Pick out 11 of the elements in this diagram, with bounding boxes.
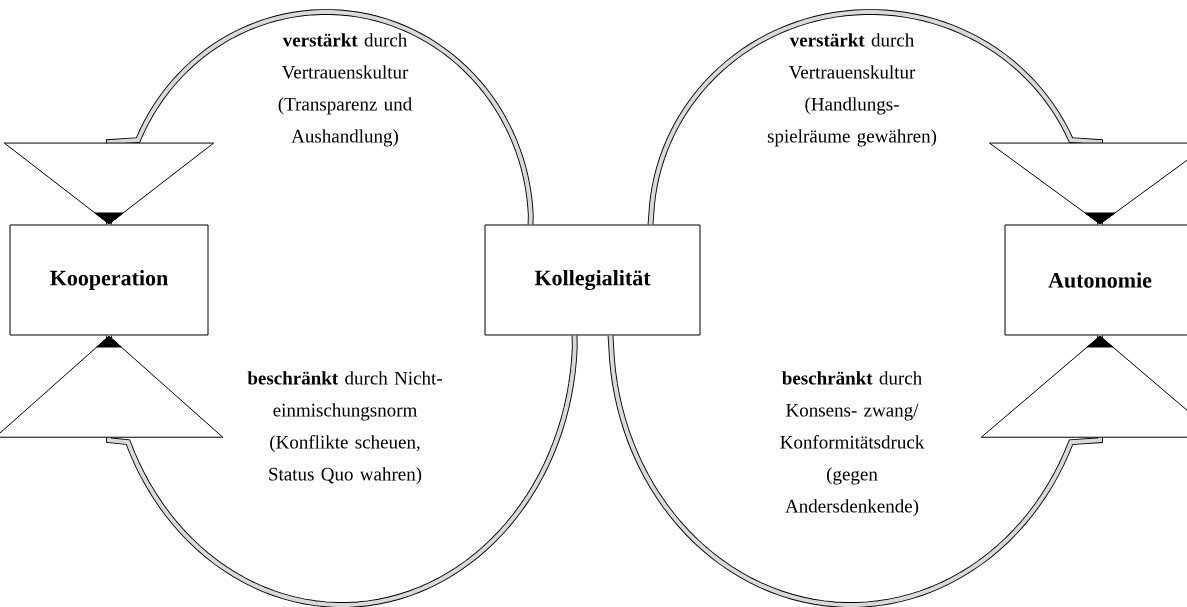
curved-arrow xyxy=(647,9,1187,228)
concept-box: Kooperation xyxy=(9,224,209,336)
concept-box: Autonomie xyxy=(1004,224,1187,336)
edge-label: verstärkt durch Vertrauenskultur (Transparenz und Aushandlung) xyxy=(278,33,412,147)
edge-label: beschränkt durch Konsens- zwang/ Konformitätsdruck (gegen Andersdenkende) xyxy=(780,371,925,517)
curved-arrow xyxy=(607,332,1187,607)
concept-box: Kollegialität xyxy=(484,224,701,336)
curved-arrow xyxy=(3,9,534,228)
curved-arrow xyxy=(0,332,578,607)
edge-label: beschränkt durch Nicht- einmischungsnorm (Konflikte scheuen, Status Quo wahren) xyxy=(247,371,442,485)
edge-label: verstärkt durch Vertrauenskultur (Handlungs- spielräume gewähren) xyxy=(767,33,937,147)
